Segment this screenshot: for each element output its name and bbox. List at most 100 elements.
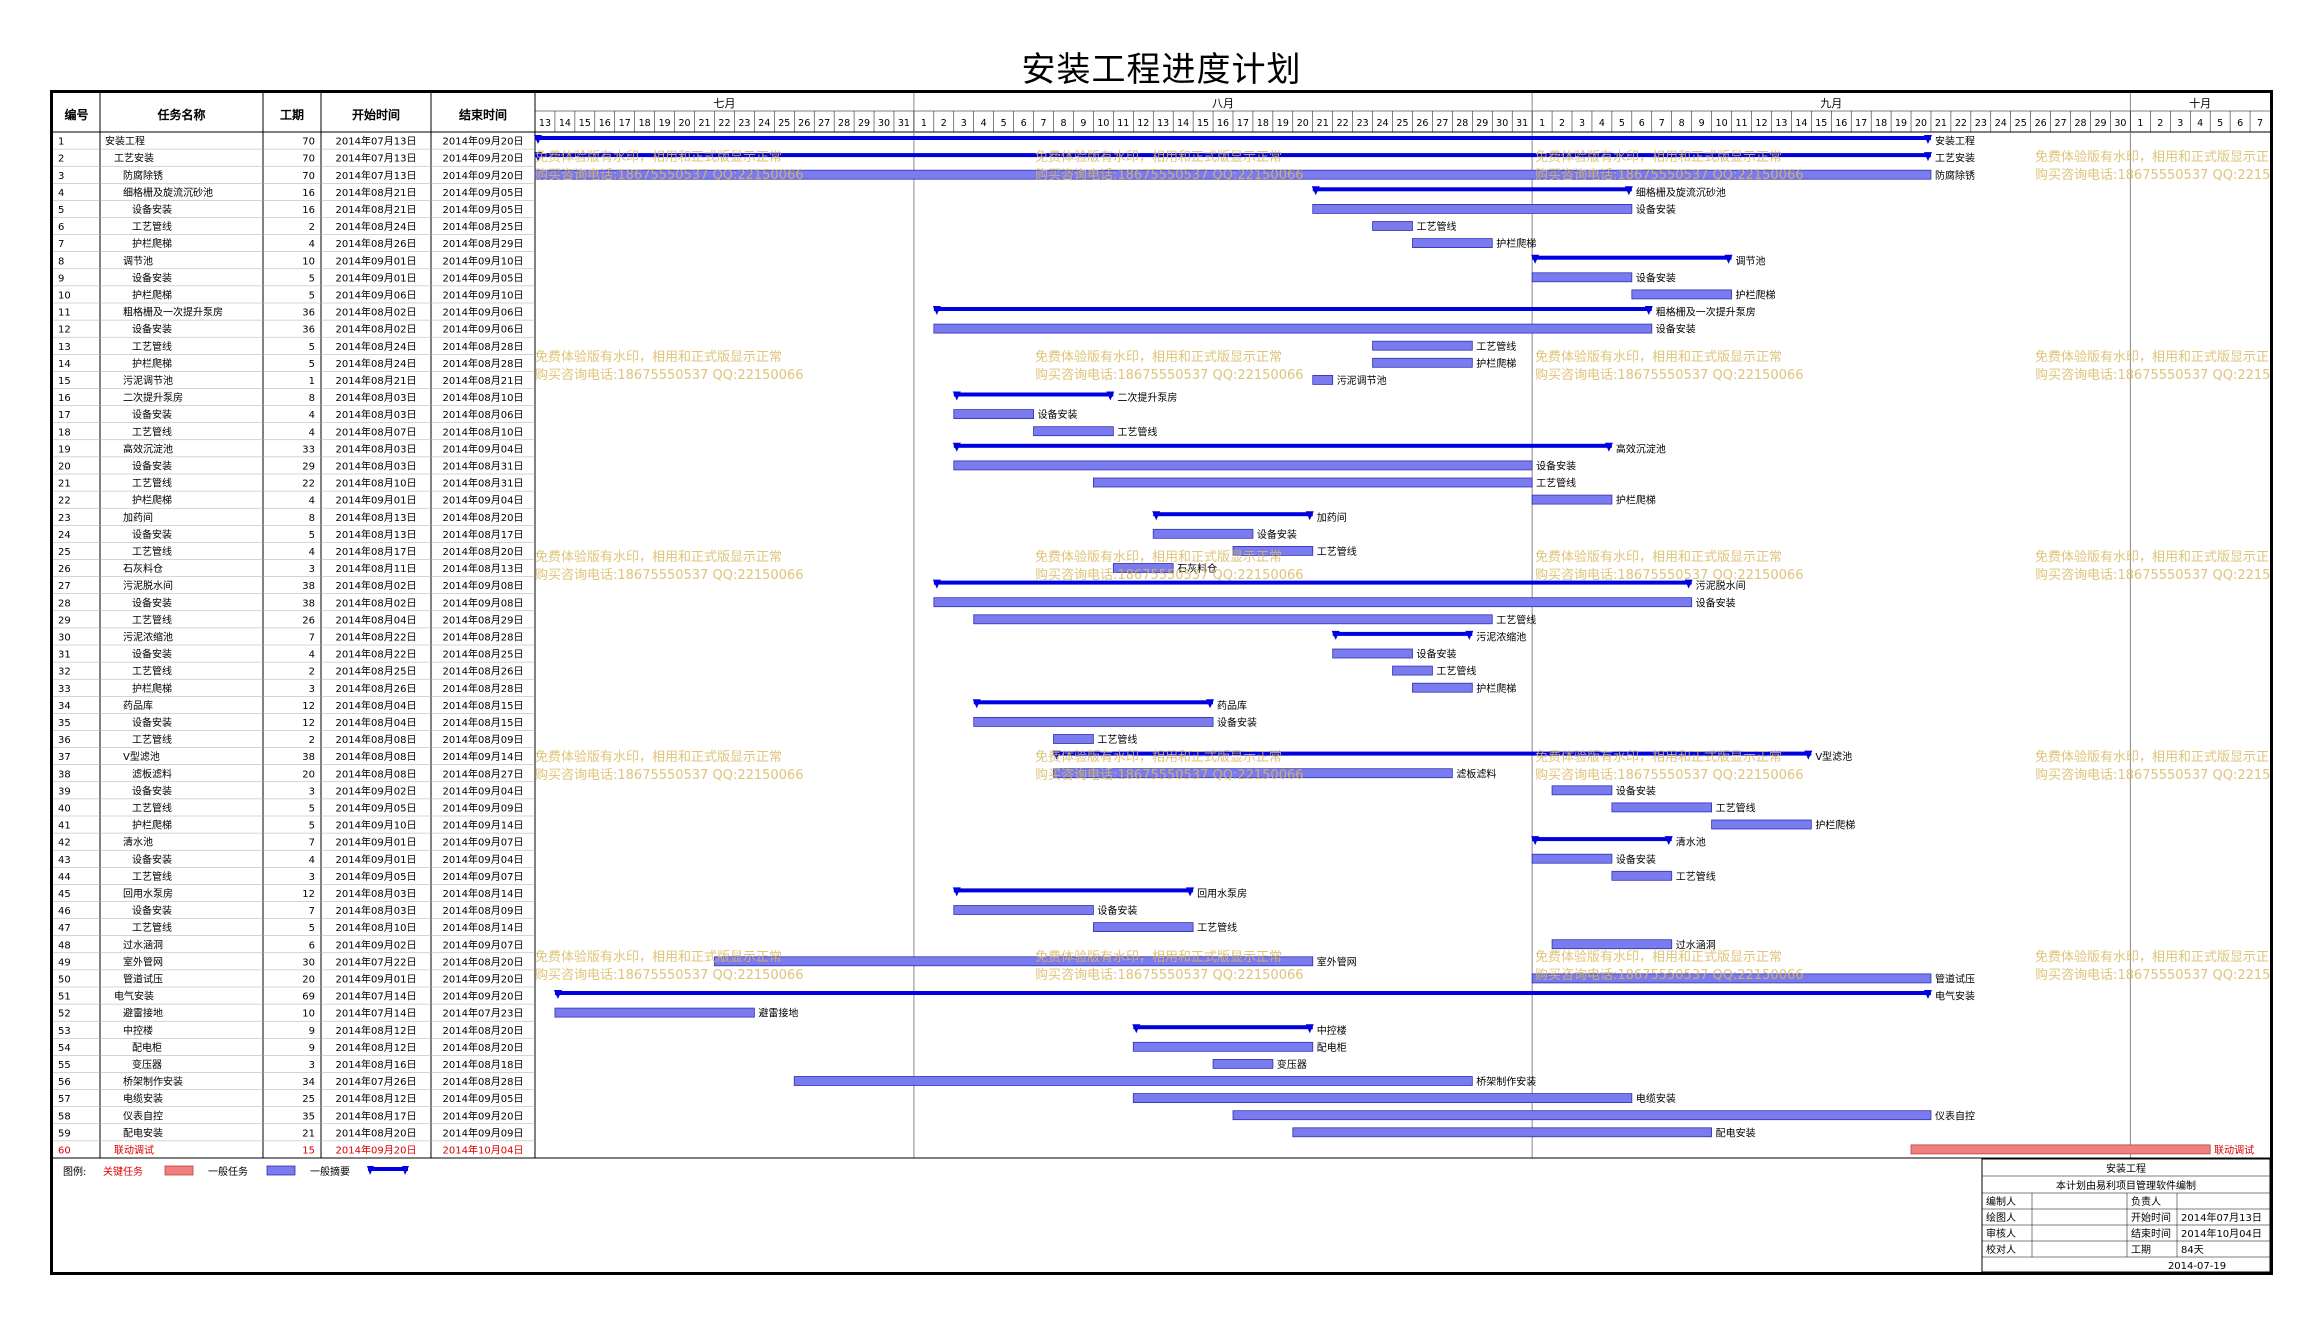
day-label: 16 — [599, 118, 611, 129]
task-bar — [1531, 973, 1932, 984]
task-end: 2014年09月04日 — [443, 442, 524, 455]
day-label: 7 — [1659, 118, 1665, 129]
task-id: 40 — [58, 803, 71, 814]
task-name: 粗格栅及一次提升泵房 — [123, 306, 223, 319]
task-name: 工艺管线 — [132, 801, 172, 814]
info-date: 2014-07-19 — [2168, 1261, 2226, 1272]
task-duration: 5 — [309, 273, 315, 284]
task-id: 22 — [58, 496, 71, 507]
info-cell: 校对人 — [1986, 1243, 2016, 1256]
bar-label: 电缆安装 — [1636, 1092, 1676, 1105]
task-start: 2014年08月12日 — [336, 1092, 417, 1105]
task-bar — [554, 1007, 755, 1018]
task-duration: 70 — [302, 154, 315, 165]
task-id: 58 — [58, 1111, 71, 1122]
info-cell: 结束时间 — [2131, 1227, 2171, 1240]
task-id: 8 — [58, 256, 64, 267]
summary-start-marker — [952, 391, 961, 401]
watermark-line2: 购买咨询电话:18675550537 QQ:22150066 — [1035, 167, 1304, 183]
task-start: 2014年09月01日 — [336, 254, 417, 267]
day-label: 20 — [1297, 118, 1309, 129]
info-cell: 工期 — [2131, 1244, 2151, 1256]
bar-label: 工艺管线 — [1716, 801, 1756, 814]
task-id: 53 — [58, 1026, 71, 1037]
watermark-line1: 免费体验版有水印，相用和正式版显示正常 — [2035, 549, 2270, 565]
summary-end-marker — [1465, 630, 1474, 640]
task-bar — [1092, 922, 1194, 932]
watermark-line2: 购买咨询电话:18675550537 QQ:22150066 — [1035, 367, 1304, 383]
legend-summary-swatch — [368, 1167, 408, 1171]
task-id: 6 — [58, 222, 64, 233]
task-duration: 15 — [302, 1145, 315, 1156]
task-name: 仪表自控 — [123, 1109, 163, 1122]
bar-label: 药品库 — [1217, 699, 1247, 712]
bar-label: 调节池 — [1736, 254, 1766, 267]
day-label: 6 — [2237, 118, 2243, 129]
task-bar — [973, 717, 1214, 727]
task-id: 41 — [58, 821, 71, 832]
task-end: 2014年08月20日 — [443, 1041, 524, 1054]
summary-end-marker — [1644, 306, 1653, 315]
day-label: 2 — [2157, 118, 2163, 129]
task-duration: 20 — [302, 974, 315, 985]
day-label: 18 — [639, 118, 651, 129]
task-name: 安装工程 — [105, 135, 145, 148]
task-name: 滤板滤料 — [132, 767, 172, 780]
task-duration: 70 — [302, 171, 315, 182]
task-start: 2014年09月01日 — [336, 836, 417, 849]
task-id: 27 — [58, 581, 71, 592]
task-start: 2014年09月20日 — [336, 1143, 417, 1156]
bar-label: 清水池 — [1676, 836, 1706, 849]
summary-bar — [535, 153, 1931, 158]
task-name: 变压器 — [132, 1058, 162, 1071]
day-label: 7 — [1041, 118, 1047, 129]
legend-normal-label: 一般任务 — [208, 1165, 248, 1178]
task-duration: 2 — [309, 222, 315, 233]
task-id: 47 — [58, 923, 71, 934]
month-label: 九月 — [1820, 97, 1842, 110]
task-duration: 12 — [302, 718, 315, 729]
summary-start-marker — [1132, 1024, 1141, 1034]
task-duration: 69 — [302, 992, 315, 1003]
task-bar — [1092, 477, 1533, 488]
task-end: 2014年08月25日 — [443, 220, 524, 233]
legend-summary-label: 一般摘要 — [310, 1165, 350, 1178]
day-label: 3 — [961, 118, 967, 129]
task-duration: 5 — [309, 342, 315, 353]
task-start: 2014年08月22日 — [336, 648, 417, 661]
task-duration: 35 — [302, 1111, 315, 1122]
day-label: 3 — [1579, 118, 1585, 129]
task-start: 2014年07月14日 — [336, 990, 417, 1003]
task-start: 2014年08月24日 — [336, 220, 417, 233]
bar-label: 工艺安装 — [1935, 152, 1975, 165]
task-start: 2014年07月13日 — [336, 152, 417, 165]
task-bar — [1292, 1127, 1713, 1138]
bar-label: 工艺管线 — [1117, 425, 1157, 438]
task-name: 工艺管线 — [132, 220, 172, 233]
legend-normal-swatch — [266, 1165, 296, 1176]
task-duration: 12 — [302, 889, 315, 900]
task-id: 31 — [58, 650, 71, 661]
summary-start-marker — [534, 135, 542, 144]
watermark-line2: 购买咨询电话:18675550537 QQ:22150066 — [2035, 367, 2270, 383]
watermark-line2: 购买咨询电话:18675550537 QQ:22150066 — [1035, 567, 1304, 583]
task-name: V型滤池 — [123, 750, 160, 763]
task-bar — [1372, 221, 1413, 231]
task-id: 45 — [58, 889, 71, 900]
task-name: 护栏爬梯 — [132, 494, 172, 507]
task-start: 2014年08月12日 — [336, 1041, 417, 1054]
task-id: 7 — [58, 239, 64, 250]
task-end: 2014年09月08日 — [443, 596, 524, 609]
bar-label: 二次提升泵房 — [1117, 391, 1177, 404]
task-start: 2014年08月02日 — [336, 306, 417, 319]
task-name: 室外管网 — [123, 955, 163, 968]
task-bar — [953, 409, 1034, 420]
bar-label: 工艺管线 — [1676, 870, 1716, 883]
task-end: 2014年09月07日 — [443, 836, 524, 849]
day-label: 14 — [559, 118, 571, 129]
task-id: 34 — [58, 701, 71, 712]
task-bar — [1372, 340, 1473, 351]
task-id: 59 — [58, 1128, 71, 1139]
task-start: 2014年08月22日 — [336, 630, 417, 643]
task-name: 工艺管线 — [132, 425, 172, 438]
